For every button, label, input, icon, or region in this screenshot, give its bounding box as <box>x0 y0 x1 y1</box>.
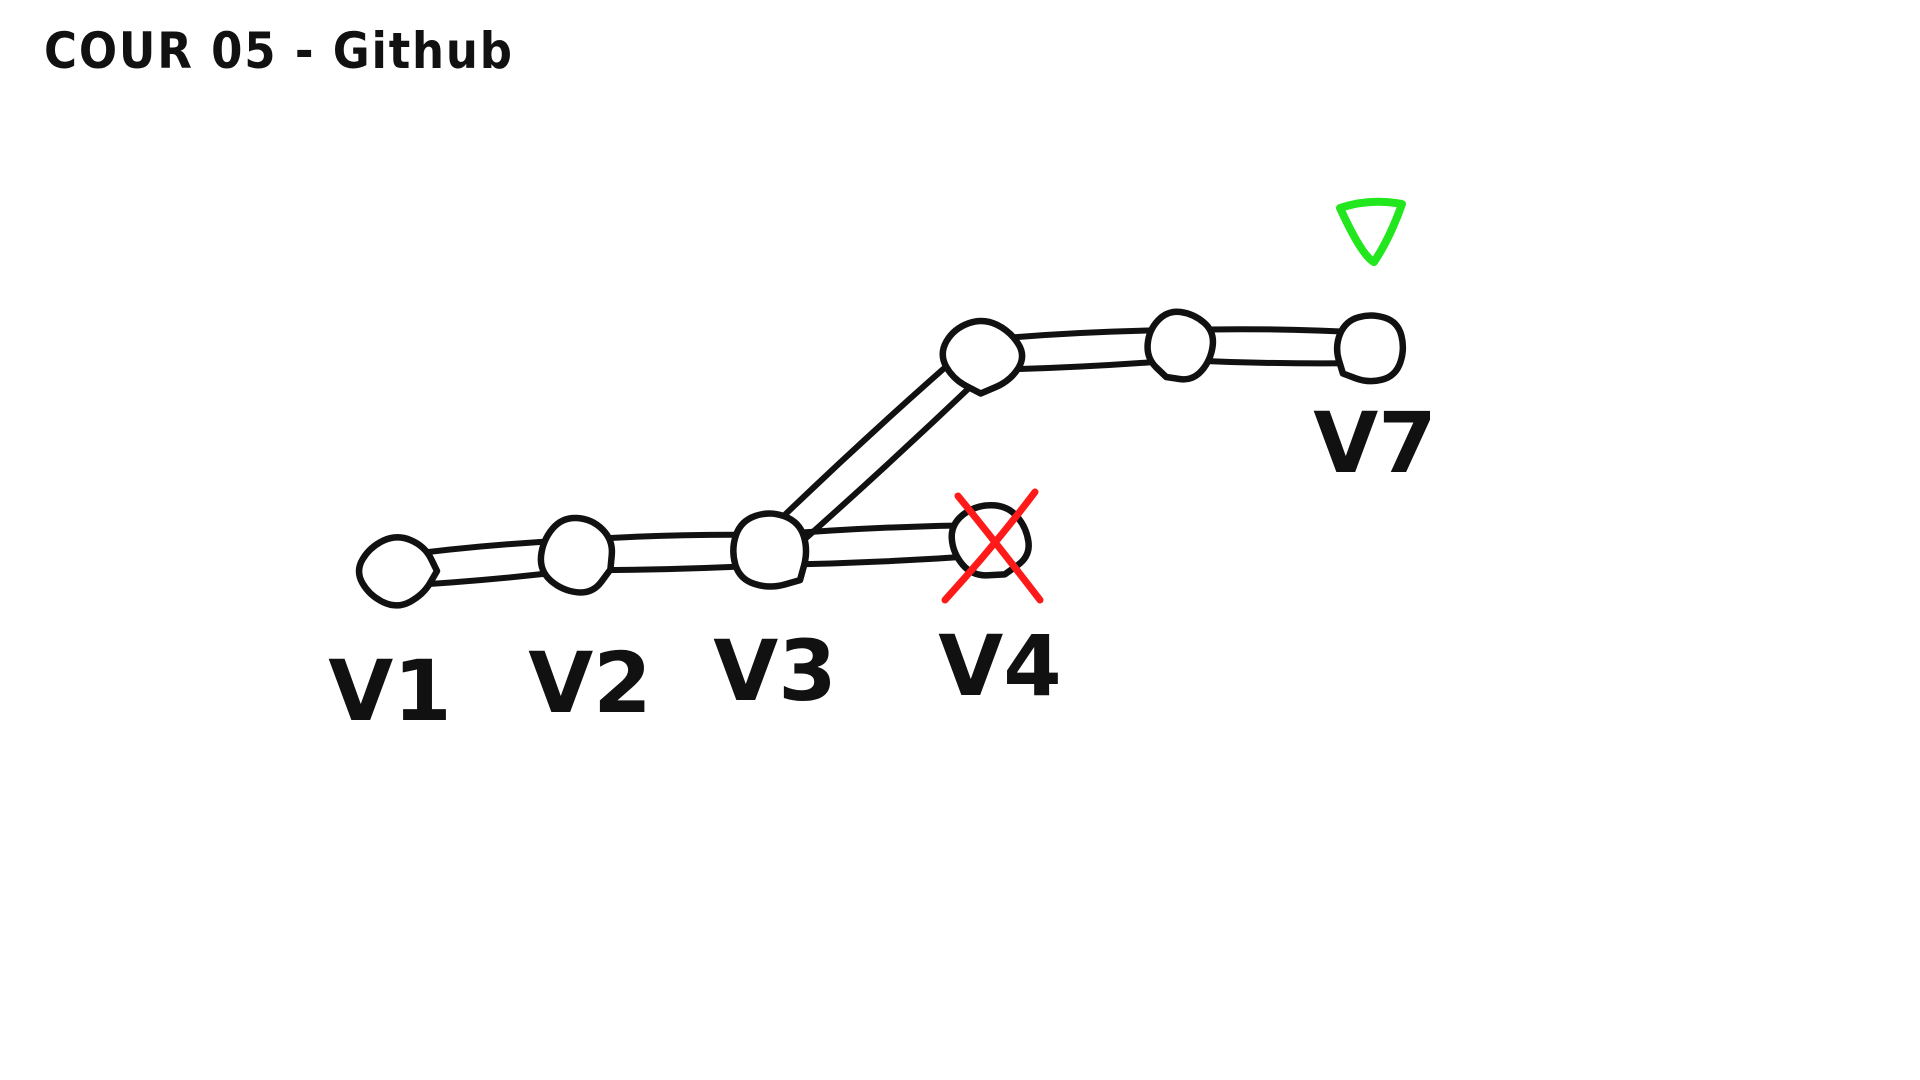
edge-line <box>756 341 975 542</box>
head-marker-triangle <box>1336 197 1406 266</box>
node-label-v3: V3 <box>713 622 836 720</box>
removed-x-mark <box>941 488 1044 604</box>
node-label-v4: V4 <box>938 617 1061 715</box>
x-mark-stroke <box>941 488 1039 604</box>
edge-line <box>777 363 996 564</box>
marks-layer <box>941 197 1406 604</box>
node-v7 <box>1333 312 1407 385</box>
node-label-v1: V1 <box>328 642 451 740</box>
node-v3 <box>730 510 810 590</box>
page-title: COUR 05 - Github <box>44 22 514 80</box>
labels-layer: V1 V2 V3 V4 V7 <box>328 394 1436 740</box>
node-label-v7: V7 <box>1313 394 1436 492</box>
node-v1 <box>355 534 441 609</box>
node-v2 <box>537 514 616 596</box>
node-v5 <box>939 317 1026 397</box>
node-v6 <box>1144 308 1217 383</box>
node-label-v2: V2 <box>528 634 651 732</box>
